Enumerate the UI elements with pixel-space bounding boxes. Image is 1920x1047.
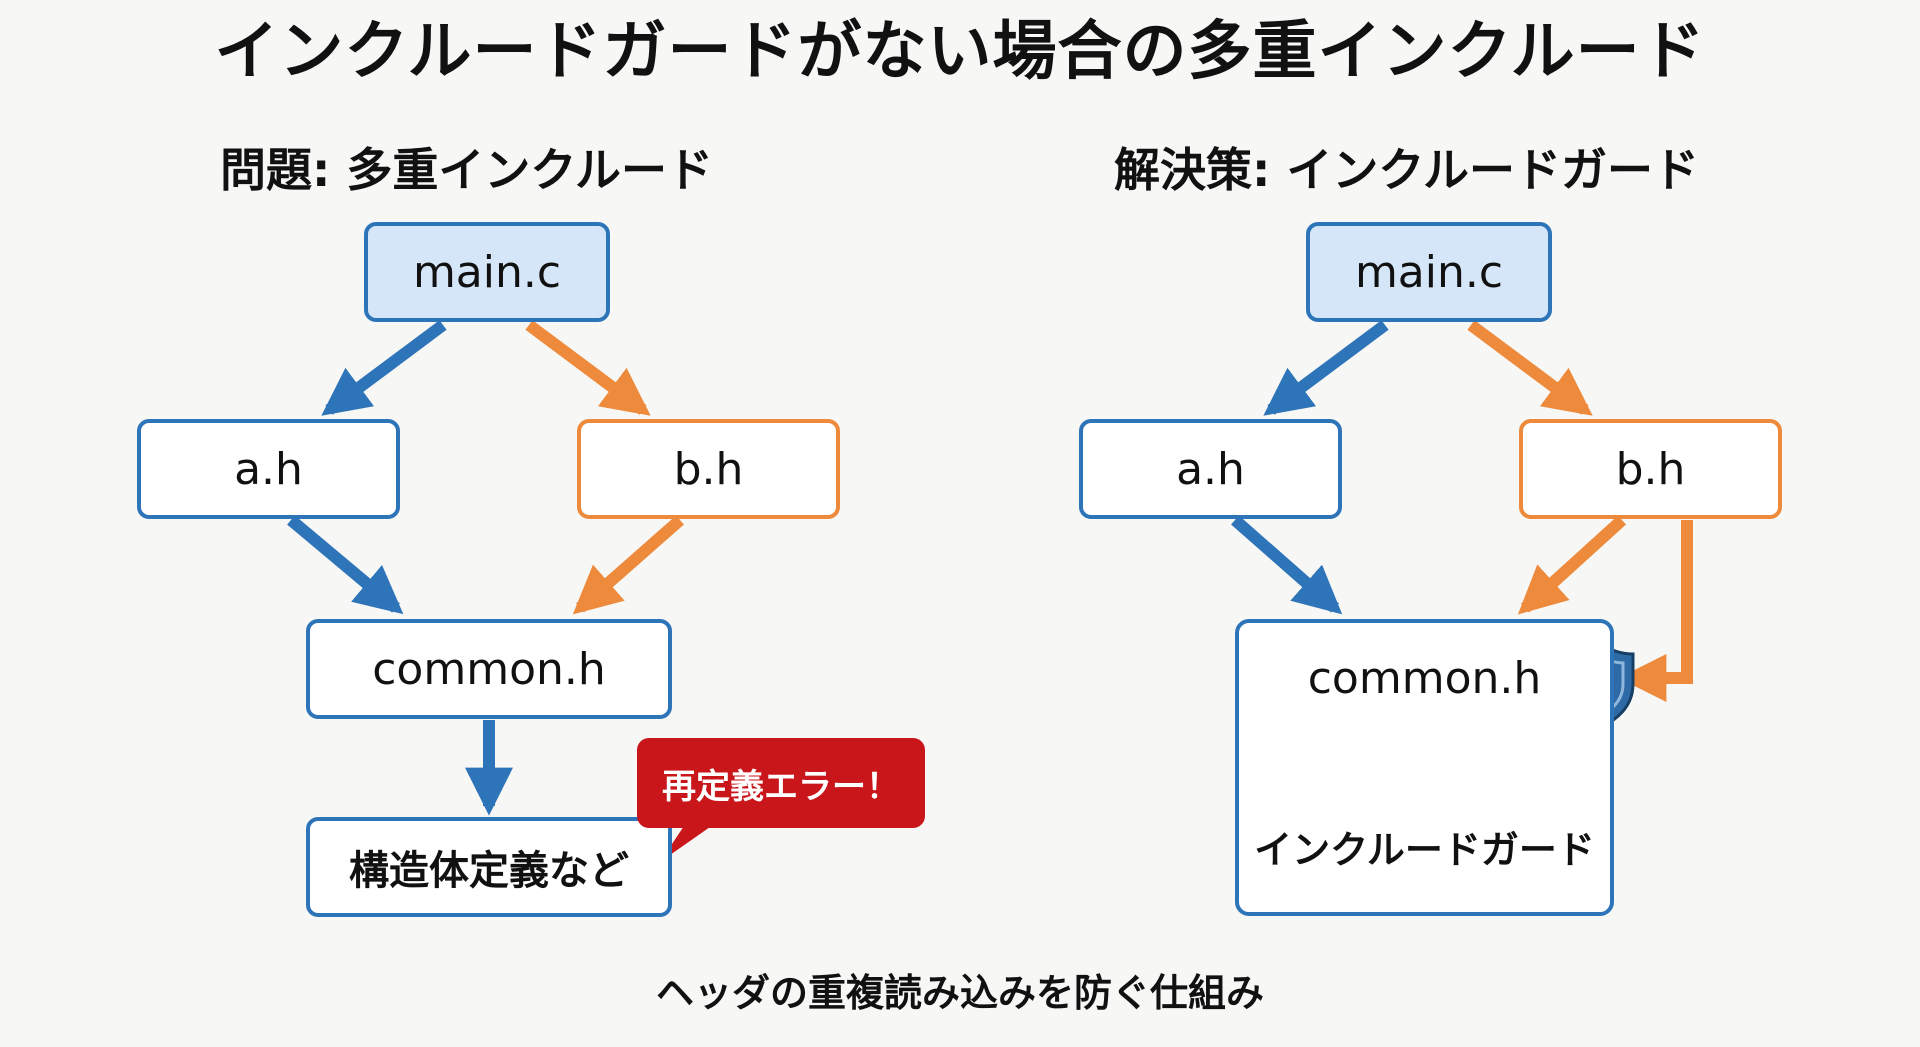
arrow-b-to-common-right — [1517, 515, 1627, 615]
redefinition-error-badge: 再定義エラー！ — [637, 738, 925, 828]
error-bubble-tail — [660, 820, 720, 862]
arrow-a-to-common-right — [1231, 515, 1343, 615]
arrow-a-to-common-left — [287, 515, 404, 615]
common-h-guarded-box: common.h インクルードガード — [1235, 619, 1614, 916]
diagram-title: インクルードガードがない場合の多重インクルード — [214, 15, 1706, 89]
a-h-node-right: a.h — [1079, 419, 1342, 519]
arrow-main-to-a-left — [321, 320, 447, 416]
solution-heading: 解決策: インクルードガード — [1114, 143, 1700, 197]
struct-definitions-node: 構造体定義など — [306, 817, 672, 917]
arrow-main-to-b-right — [1467, 320, 1593, 416]
diagram-caption: ヘッダの重複読み込みを防ぐ仕組み — [655, 971, 1264, 1015]
arrow-main-to-a-right — [1263, 320, 1389, 416]
common-h-node-left: common.h — [306, 619, 672, 719]
a-h-node-left: a.h — [137, 419, 400, 519]
main-c-node-right: main.c — [1306, 222, 1552, 322]
b-h-node-left: b.h — [577, 419, 840, 519]
common-h-label-right: common.h — [1307, 653, 1542, 704]
include-guard-label: インクルードガード — [1254, 828, 1595, 872]
arrow-main-to-b-left — [525, 320, 651, 416]
problem-heading: 問題: 多重インクルード — [220, 143, 714, 197]
arrow-b-to-common-left — [572, 515, 684, 615]
arrow-b-guard-return-right — [1618, 520, 1693, 702]
b-h-node-right: b.h — [1519, 419, 1782, 519]
main-c-node-left: main.c — [364, 222, 610, 322]
